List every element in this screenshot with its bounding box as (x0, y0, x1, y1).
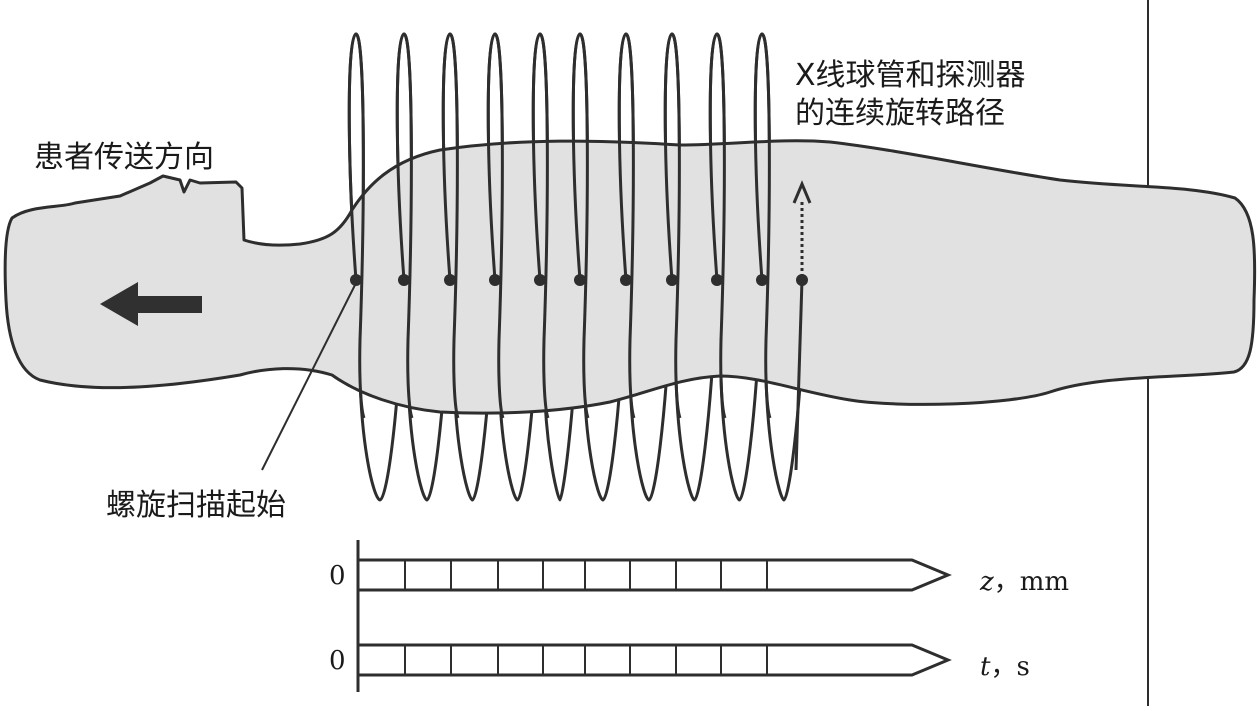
source-position-dot (534, 274, 546, 286)
source-position-dot (620, 274, 632, 286)
coil-turn-front (347, 32, 366, 419)
rotation-direction-arrow (792, 180, 812, 277)
source-position-dot (350, 274, 362, 286)
t-axis-zero-label: 0 (329, 646, 346, 676)
coil-turn-front (486, 32, 505, 419)
coil-turn-front (531, 32, 550, 419)
spiral-start-label: 螺旋扫描起始 (106, 488, 286, 523)
source-position-dot (666, 274, 678, 286)
t-axis-outline (356, 643, 952, 677)
t-axis-bar (356, 643, 952, 677)
patient-direction-arrow (100, 282, 202, 326)
coil-turn-front (794, 279, 804, 471)
t-axis-unit: s (1016, 652, 1030, 682)
source-position-dot (398, 274, 410, 286)
rotation-path-label-line1: X线球管和探测器 (795, 58, 1026, 93)
coil-turn-front (753, 32, 772, 419)
coil-front-group (347, 32, 808, 471)
t-axis-unit-label: t，s (980, 646, 1030, 683)
z-axis-unit-label: z，mm (980, 561, 1069, 598)
t-axis-separator: ， (990, 652, 1017, 682)
coil-turn-front (708, 32, 727, 419)
source-position-dot (574, 274, 586, 286)
source-position-dot (444, 274, 456, 286)
start-leader-line (261, 282, 357, 471)
t-axis-variable: t (980, 652, 991, 682)
z-axis-bar (356, 558, 952, 592)
source-position-dot (756, 274, 768, 286)
z-axis-zero-label: 0 (329, 561, 346, 591)
coil-turn-front (395, 32, 414, 419)
coil-turn-front (441, 32, 460, 419)
z-axis-separator: ， (993, 567, 1020, 597)
coil-turn-front (617, 32, 636, 419)
source-position-dot (711, 274, 723, 286)
z-axis-outline (356, 558, 952, 592)
z-axis-variable: z (980, 567, 994, 597)
source-position-dot (489, 274, 501, 286)
z-axis-unit: mm (1019, 567, 1070, 597)
patient-direction-label: 患者传送方向 (34, 140, 214, 175)
rotation-path-label-line2: 的连续旋转路径 (795, 96, 1005, 131)
coil-turn-front (571, 32, 590, 419)
coil-turn-front (663, 32, 682, 419)
